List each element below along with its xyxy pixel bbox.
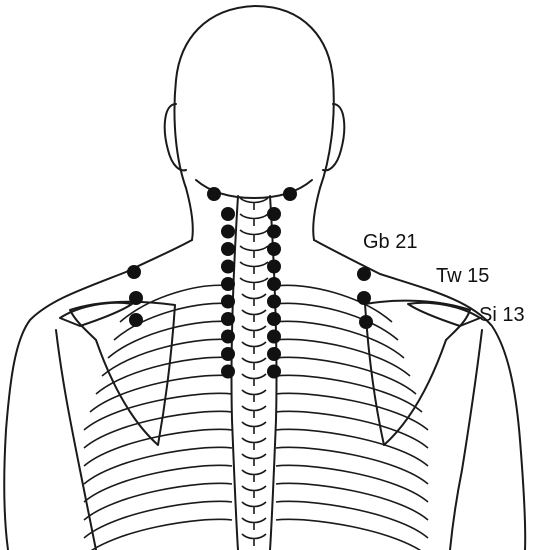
point-spine-left bbox=[221, 277, 235, 291]
point-spine-left bbox=[221, 347, 235, 361]
point-tw15-right bbox=[357, 291, 371, 305]
vertebra bbox=[242, 454, 266, 466]
point-spine-left bbox=[221, 312, 235, 326]
vertebra bbox=[242, 374, 266, 386]
point-left-head bbox=[207, 187, 221, 201]
point-tw15-left bbox=[129, 291, 143, 305]
left-acromion bbox=[60, 303, 132, 326]
point-spine-right bbox=[267, 312, 281, 326]
point-spine-left bbox=[221, 207, 235, 221]
vertebra bbox=[242, 438, 266, 450]
point-spine-left bbox=[221, 295, 235, 309]
vertebra bbox=[240, 278, 268, 290]
vertebra bbox=[242, 502, 266, 514]
point-si13-left bbox=[129, 313, 143, 327]
point-spine-left bbox=[221, 242, 235, 256]
point-spine-right bbox=[267, 260, 281, 274]
vertebra bbox=[242, 342, 266, 354]
vertebra bbox=[240, 214, 268, 226]
point-spine-left bbox=[221, 365, 235, 379]
point-spine-right bbox=[267, 225, 281, 239]
vertebra bbox=[242, 518, 266, 530]
left-shoulder-line bbox=[4, 240, 192, 550]
point-spine-right bbox=[267, 330, 281, 344]
vertebra bbox=[242, 310, 266, 322]
vertebra bbox=[240, 230, 268, 242]
label-si13: Si 13 bbox=[479, 305, 525, 325]
vertebra bbox=[240, 262, 268, 274]
label-tw15: Tw 15 bbox=[436, 266, 489, 286]
left-arm-inner bbox=[56, 330, 96, 550]
neck-left bbox=[186, 188, 193, 240]
point-spine-right bbox=[267, 277, 281, 291]
vertebra bbox=[240, 246, 268, 258]
vertebra bbox=[240, 198, 268, 210]
head-outline bbox=[174, 6, 333, 188]
vertebra bbox=[242, 326, 266, 338]
point-gb21-right bbox=[357, 267, 371, 281]
vertebra bbox=[242, 358, 266, 370]
point-spine-right bbox=[267, 242, 281, 256]
vertebra bbox=[242, 294, 266, 306]
point-spine-left bbox=[221, 225, 235, 239]
point-si13-right bbox=[359, 315, 373, 329]
point-spine-left bbox=[221, 260, 235, 274]
neck-right bbox=[313, 188, 320, 240]
vertebra bbox=[242, 470, 266, 482]
vertebra bbox=[242, 534, 266, 546]
point-spine-right bbox=[267, 347, 281, 361]
vertebra bbox=[242, 390, 266, 402]
vertebra bbox=[242, 486, 266, 498]
point-spine-right bbox=[267, 207, 281, 221]
right-arm-inner bbox=[450, 330, 482, 550]
point-spine-right bbox=[267, 365, 281, 379]
vertebra bbox=[242, 422, 266, 434]
point-spine-right bbox=[267, 295, 281, 309]
point-gb21-left bbox=[127, 265, 141, 279]
point-spine-left bbox=[221, 330, 235, 344]
vertebra bbox=[242, 406, 266, 418]
right-shoulder-line bbox=[314, 240, 525, 550]
label-gb21: Gb 21 bbox=[363, 232, 417, 252]
point-right-head bbox=[283, 187, 297, 201]
